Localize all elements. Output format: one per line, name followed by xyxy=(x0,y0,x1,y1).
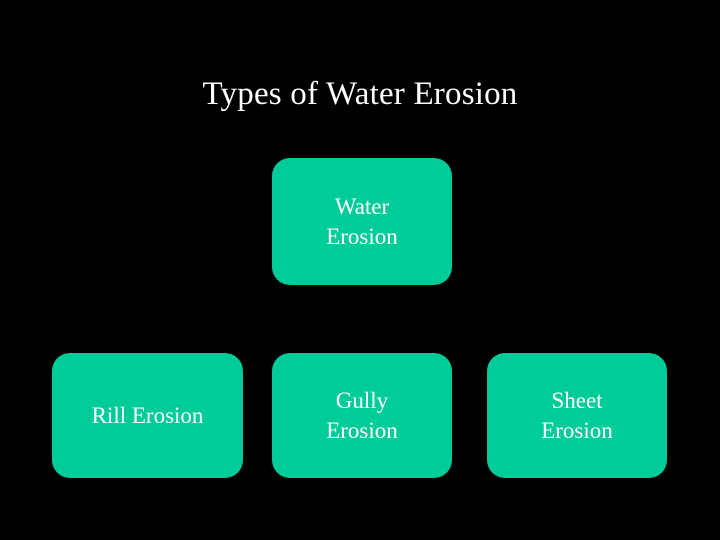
node-label-line-2: Erosion xyxy=(326,417,398,443)
node-label-line-1: Sheet xyxy=(551,387,603,413)
page-title: Types of Water Erosion xyxy=(202,76,518,112)
node-label-line-1: Rill Erosion xyxy=(91,402,204,428)
node-label-line-2: Erosion xyxy=(541,417,613,443)
diagram-node-rill-erosion[interactable]: Rill Erosion xyxy=(52,353,243,478)
diagram-node-label: Rill Erosion xyxy=(60,401,235,431)
node-label-line-2: Erosion xyxy=(326,223,398,249)
node-label-line-1: Gully xyxy=(335,387,389,413)
node-label-line-1: Water xyxy=(334,193,390,219)
